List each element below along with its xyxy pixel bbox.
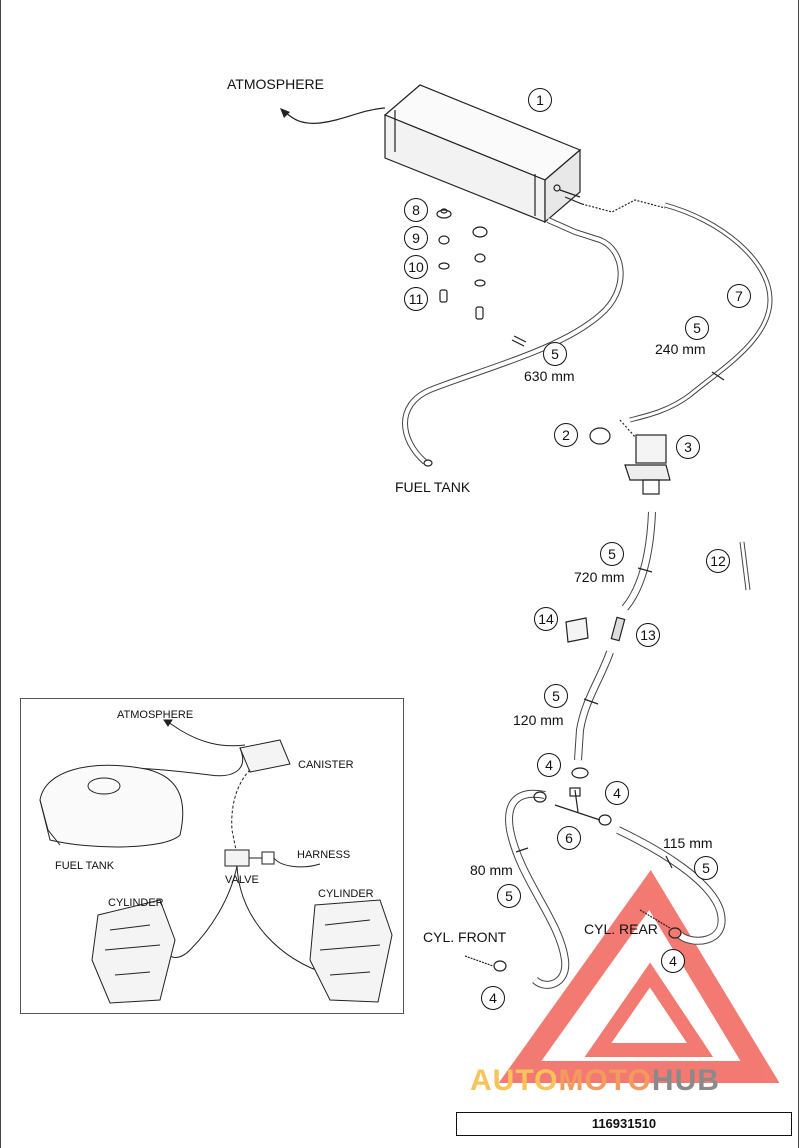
callout-5f: 5 bbox=[497, 884, 521, 908]
callout-10: 10 bbox=[404, 255, 428, 279]
t-piece bbox=[554, 787, 601, 821]
callout-5c: 5 bbox=[600, 542, 624, 566]
cyl-front-label: CYL. FRONT bbox=[423, 929, 507, 945]
callout-4d: 4 bbox=[481, 986, 505, 1010]
callout-4b: 4 bbox=[605, 781, 629, 805]
inset-cylinder-left-label: CYLINDER bbox=[108, 897, 164, 909]
inset-drawing bbox=[39, 719, 393, 1004]
inset-cylinder-right-label: CYLINDER bbox=[318, 888, 374, 900]
clip-part bbox=[589, 427, 611, 445]
watermark-part-3: HUB bbox=[651, 1064, 720, 1097]
callout-11: 11 bbox=[404, 287, 428, 311]
right-border bbox=[798, 0, 799, 1148]
watermark-triangle bbox=[498, 870, 780, 1083]
length-label-240: 240 mm bbox=[655, 341, 706, 357]
atmosphere-label: ATMOSPHERE bbox=[227, 76, 324, 92]
inset-atmosphere-label: ATMOSPHERE bbox=[117, 709, 194, 721]
watermark-text: AUTOMOTOHUB bbox=[470, 1064, 720, 1098]
callout-5b: 5 bbox=[685, 316, 709, 340]
cyl-rear-label: CYL. REAR bbox=[584, 921, 658, 937]
small-parts bbox=[436, 208, 488, 320]
inset-box bbox=[20, 698, 404, 1014]
length-label-120: 120 mm bbox=[513, 712, 564, 728]
length-label-115: 115 mm bbox=[663, 835, 713, 851]
length-label-80: 80 mm bbox=[470, 862, 513, 878]
inset-harness-label: HARNESS bbox=[297, 849, 351, 861]
valve-part bbox=[619, 419, 671, 495]
inset-fuel-tank-label: FUEL TANK bbox=[55, 860, 115, 872]
callout-4c: 4 bbox=[661, 949, 685, 973]
callout-4a: 4 bbox=[537, 753, 561, 777]
canister-part bbox=[383, 84, 583, 224]
callout-9: 9 bbox=[404, 226, 428, 250]
callout-13: 13 bbox=[636, 623, 660, 647]
callout-14: 14 bbox=[534, 607, 558, 631]
left-border bbox=[0, 0, 1, 1148]
callout-7: 7 bbox=[727, 284, 751, 308]
watermark-part-2: MOTO bbox=[558, 1064, 652, 1097]
callout-6: 6 bbox=[557, 826, 581, 850]
inset-valve-label: VALVE bbox=[225, 874, 259, 886]
watermark-part-1: AUTO bbox=[470, 1064, 559, 1097]
callout-5d: 5 bbox=[544, 684, 568, 708]
fuel-tank-label: FUEL TANK bbox=[395, 479, 471, 495]
callout-3: 3 bbox=[676, 435, 700, 459]
callout-2: 2 bbox=[554, 423, 578, 447]
atmosphere-line bbox=[284, 107, 386, 124]
callout-12: 12 bbox=[706, 549, 730, 573]
length-label-720: 720 mm bbox=[574, 569, 625, 585]
part-number: 116931510 bbox=[456, 1112, 792, 1136]
callout-8: 8 bbox=[404, 198, 428, 222]
callout-5e: 5 bbox=[694, 856, 718, 880]
callout-5a: 5 bbox=[543, 342, 567, 366]
callout-1: 1 bbox=[528, 88, 552, 112]
length-label-630: 630 mm bbox=[524, 368, 575, 384]
inset-canister-label: CANISTER bbox=[298, 759, 354, 771]
